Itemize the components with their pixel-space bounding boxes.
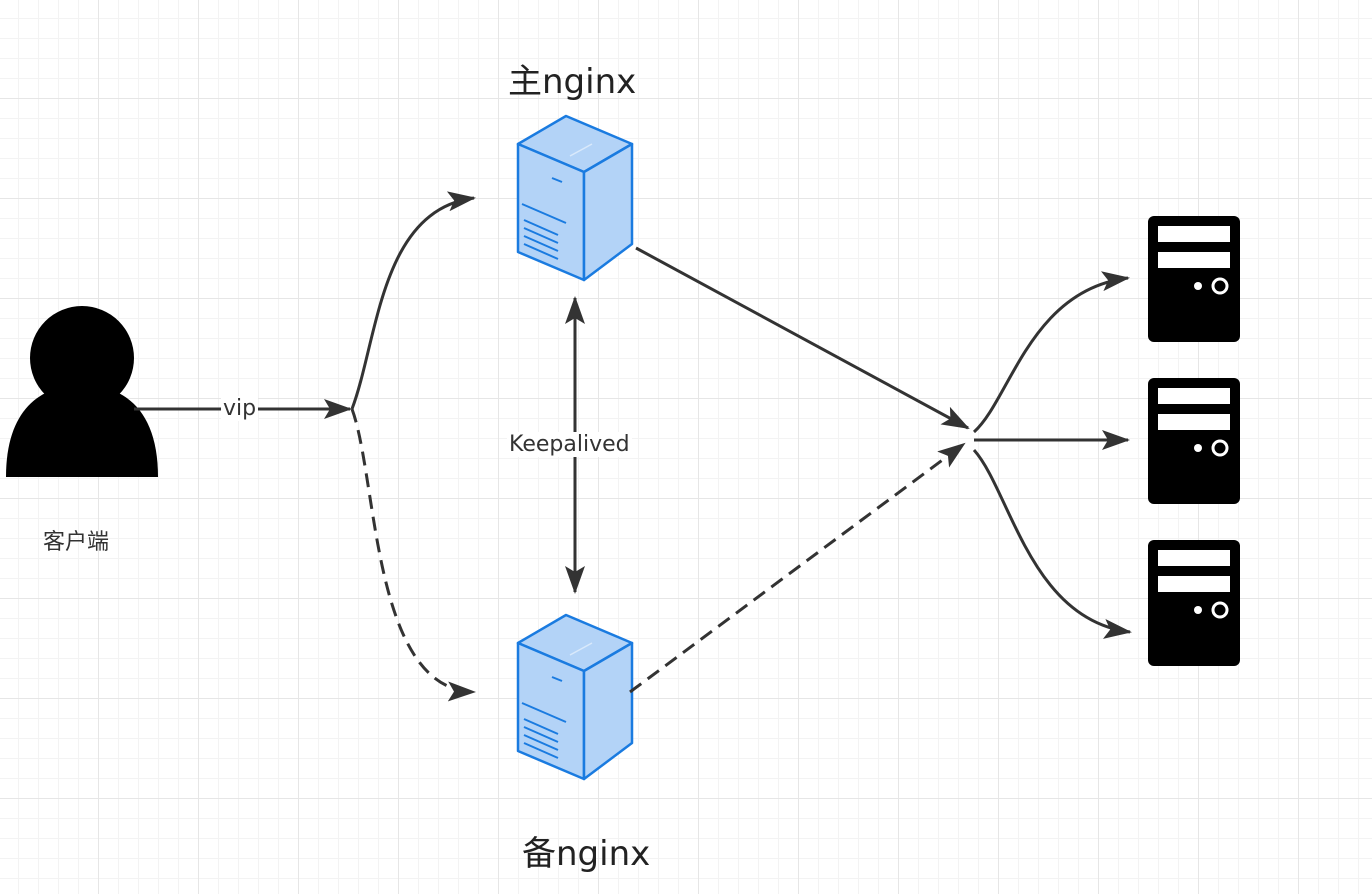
to-backend-3-edge (972, 448, 1132, 639)
client-label: 客户端 (43, 530, 110, 555)
to-backend-1-edge (973, 271, 1130, 434)
route-to-backup-edge (350, 408, 476, 702)
route-to-primary-edge (350, 191, 476, 410)
keepalived-edge-label: Keepalived (507, 432, 632, 457)
primary-nginx-label: 主nginx (508, 62, 637, 102)
backend-server-3-icon (1146, 538, 1242, 668)
backup-server-icon (516, 613, 634, 781)
backend-server-2-icon (1146, 376, 1242, 506)
backup-to-backend-edge (629, 442, 966, 694)
primary-to-backend-edge (635, 246, 970, 430)
backup-nginx-label: 备nginx (522, 834, 651, 874)
user-icon (6, 306, 158, 477)
primary-server-icon (516, 114, 634, 282)
backend-server-1-icon (1146, 214, 1242, 344)
vip-edge-label: vip (221, 396, 259, 421)
